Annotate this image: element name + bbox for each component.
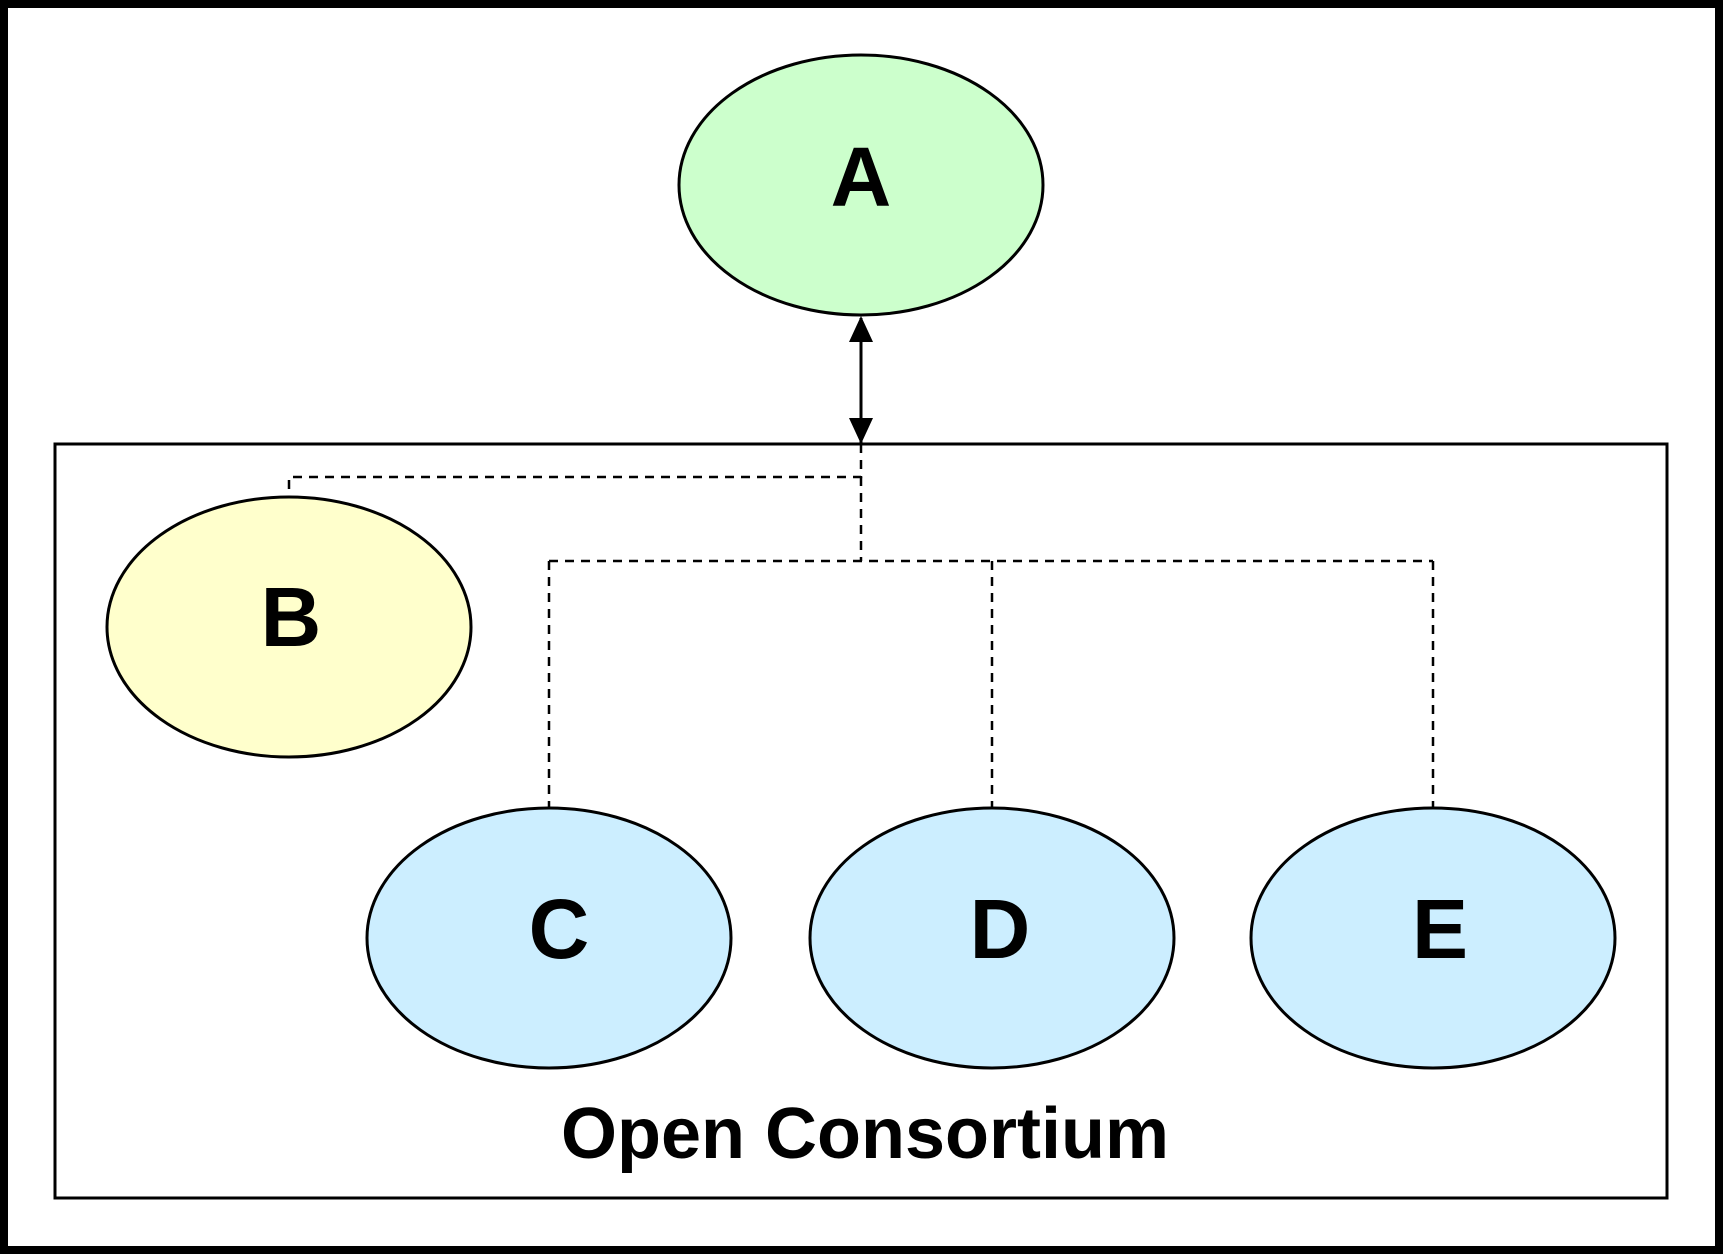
arrowhead-down: [849, 418, 873, 444]
node-d-label: D: [970, 882, 1031, 976]
node-b: B: [105, 495, 473, 759]
node-e-shape: [1249, 806, 1617, 1070]
node-d-shape: [808, 806, 1176, 1070]
node-b-shape: [105, 495, 473, 759]
arrowhead-up: [849, 316, 873, 342]
node-a-label: A: [831, 130, 892, 224]
dashed-connectors: [287, 444, 1435, 807]
node-b-label: B: [261, 570, 322, 664]
node-c-label: C: [529, 882, 590, 976]
node-e-label: E: [1412, 882, 1468, 976]
node-d: D: [808, 806, 1176, 1070]
connector-b: [287, 444, 863, 497]
consortium-label: Open Consortium: [561, 1094, 1169, 1174]
node-a: A: [677, 53, 1045, 317]
node-a-shape: [677, 53, 1045, 317]
node-c: C: [365, 806, 733, 1070]
node-e: E: [1249, 806, 1617, 1070]
node-c-shape: [365, 806, 733, 1070]
